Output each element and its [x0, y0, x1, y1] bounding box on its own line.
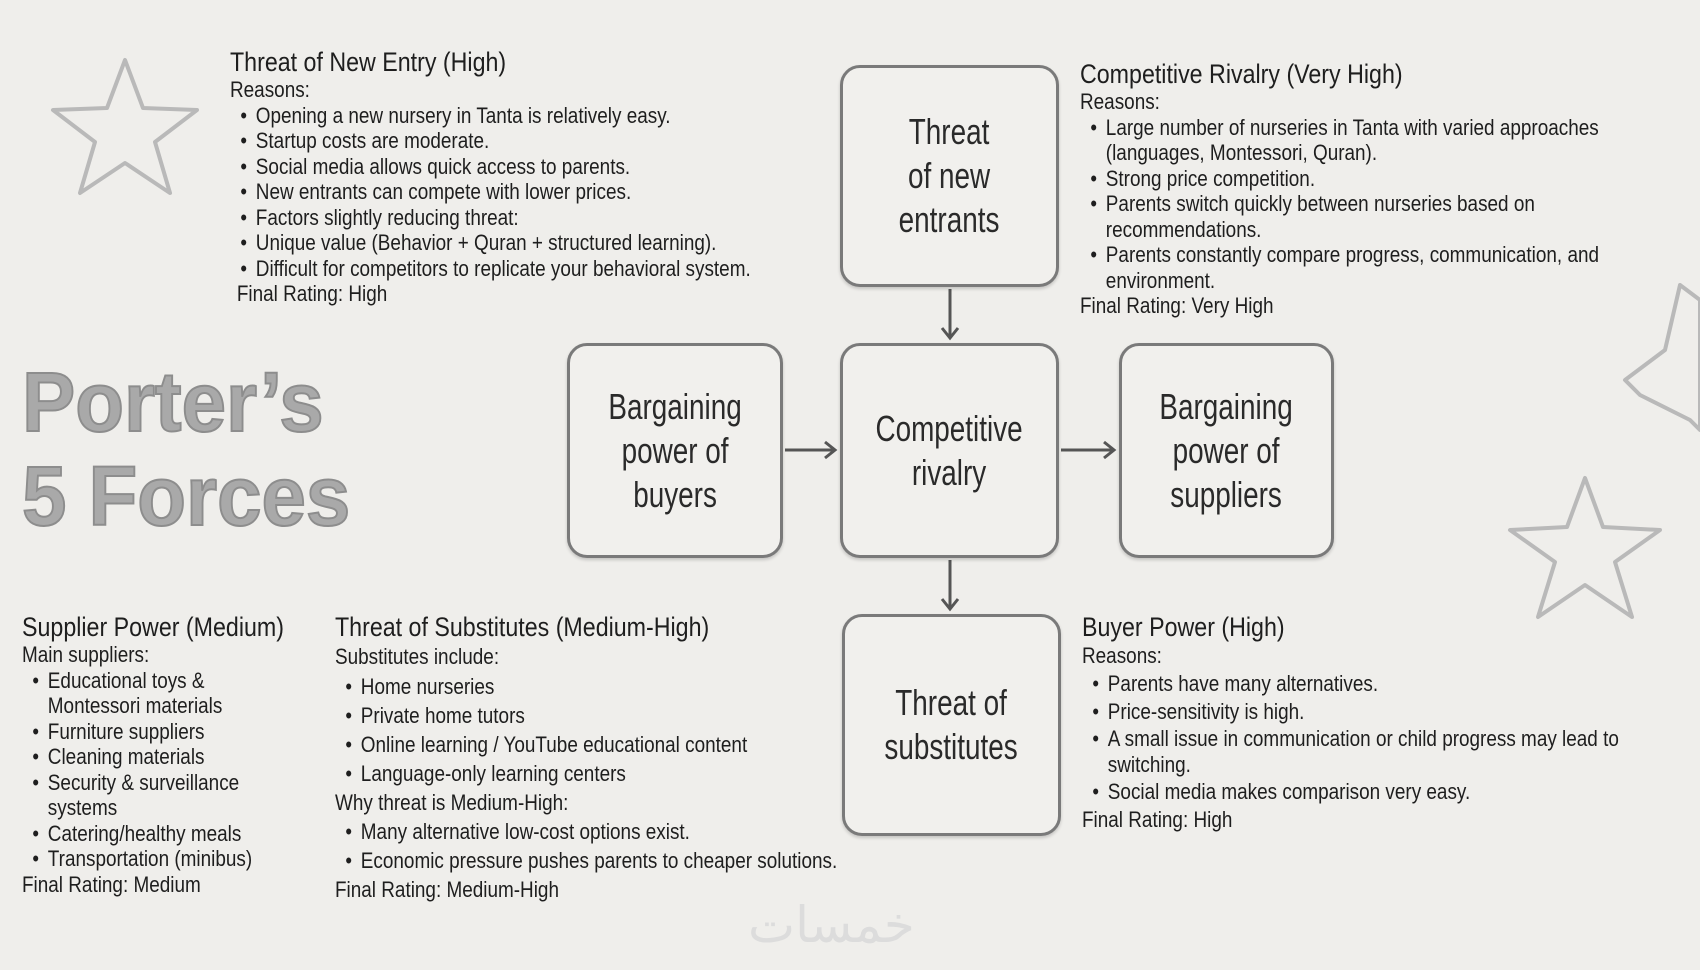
star-icon — [51, 58, 199, 195]
list-item: Online learning / YouTube educational co… — [344, 730, 838, 759]
supplier-section: Supplier Power (Medium) Main suppliers: … — [22, 612, 284, 897]
list-item: Catering/healthy meals — [31, 821, 284, 847]
list-item: Furniture suppliers — [31, 719, 284, 745]
section-heading: Threat of New Entry (High) — [230, 47, 507, 77]
section-heading: Competitive Rivalry (Very High) — [1080, 59, 1403, 89]
page-title: Porter’s 5 Forces — [21, 354, 351, 544]
list-item: A small issue in communication or child … — [1091, 726, 1619, 778]
list-item: Unique value (Behavior + Quran + structu… — [239, 230, 751, 256]
list-item: Large number of nurseries in Tanta with … — [1089, 115, 1599, 166]
list-item: Factors slightly reducing threat: — [239, 205, 751, 231]
star-icon — [1623, 283, 1700, 432]
new-entry-section: Threat of New Entry (High) Reasons: Open… — [230, 47, 751, 307]
list-item: Transportation (minibus) — [31, 846, 284, 872]
substitutes-section: Threat of Substitutes (Medium-High) Subs… — [335, 612, 837, 904]
list-item: Parents switch quickly between nurseries… — [1089, 191, 1599, 242]
watermark: خمسات — [748, 896, 915, 954]
list-item: Parents constantly compare progress, com… — [1089, 242, 1599, 293]
list-item: Difficult for competitors to replicate y… — [239, 256, 751, 282]
list-item: Startup costs are moderate. — [239, 128, 751, 154]
section-heading: Supplier Power (Medium) — [22, 612, 284, 642]
list-item: Language-only learning centers — [344, 759, 838, 788]
list-item: Cleaning materials — [31, 744, 284, 770]
section-heading: Buyer Power (High) — [1082, 612, 1285, 642]
list-item: Opening a new nursery in Tanta is relati… — [239, 103, 751, 129]
list-item: Parents have many alternatives. — [1091, 670, 1619, 698]
list-item: New entrants can compete with lower pric… — [239, 179, 751, 205]
section-heading: Threat of Substitutes (Medium-High) — [335, 612, 710, 642]
list-item: Economic pressure pushes parents to chea… — [344, 846, 837, 875]
rivalry-section: Competitive Rivalry (Very High) Reasons:… — [1080, 59, 1599, 319]
list-item: Social media makes comparison very easy. — [1091, 778, 1619, 806]
list-item: Home nurseries — [344, 672, 838, 701]
list-item: Price-sensitivity is high. — [1091, 698, 1619, 726]
list-item: Many alternative low-cost options exist. — [344, 817, 838, 846]
list-item: Private home tutors — [344, 701, 838, 730]
list-item: Social media allows quick access to pare… — [239, 154, 751, 180]
list-item: Educational toys &Montessori materials — [31, 668, 284, 719]
star-icon — [1508, 476, 1662, 619]
buyer-section: Buyer Power (High) Reasons: Parents have… — [1082, 612, 1619, 834]
list-item: Strong price competition. — [1089, 166, 1599, 192]
